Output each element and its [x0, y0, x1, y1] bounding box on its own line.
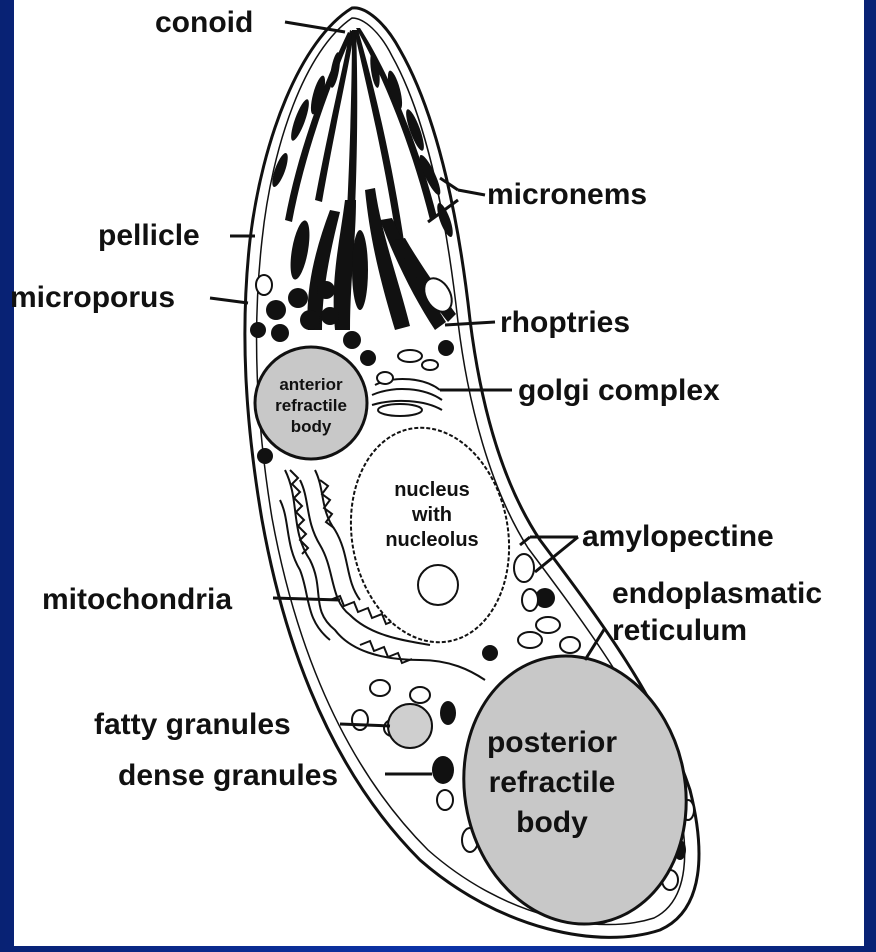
nucleolus: [418, 565, 458, 605]
label-rhoptries: rhoptries: [500, 306, 630, 339]
label-nucleus-3: nucleolus: [385, 529, 478, 551]
label-micronems: micronems: [487, 178, 647, 211]
label-anterior-3: body: [291, 417, 332, 436]
label-posterior-1: posterior: [487, 726, 617, 759]
label-anterior-1: anterior: [279, 375, 343, 394]
label-posterior-3: body: [516, 806, 588, 839]
label-amylopectine: amylopectine: [582, 520, 774, 553]
label-nucleus-2: with: [411, 504, 452, 526]
label-posterior-2: refractile: [489, 766, 616, 799]
label-nucleus-1: nucleus: [394, 479, 470, 501]
fatty-granule: [388, 704, 432, 748]
label-reticulum: reticulum: [612, 614, 747, 647]
label-golgi-complex: golgi complex: [518, 374, 720, 407]
label-pellicle: pellicle: [98, 219, 200, 252]
label-fatty-granules: fatty granules: [94, 708, 291, 741]
label-microporus: microporus: [10, 281, 175, 314]
label-anterior-2: refractile: [275, 396, 347, 415]
label-endoplasmatic: endoplasmatic: [612, 577, 822, 610]
label-mitochondria: mitochondria: [42, 583, 232, 616]
label-dense-granules: dense granules: [118, 759, 338, 792]
label-conoid: conoid: [155, 6, 253, 39]
